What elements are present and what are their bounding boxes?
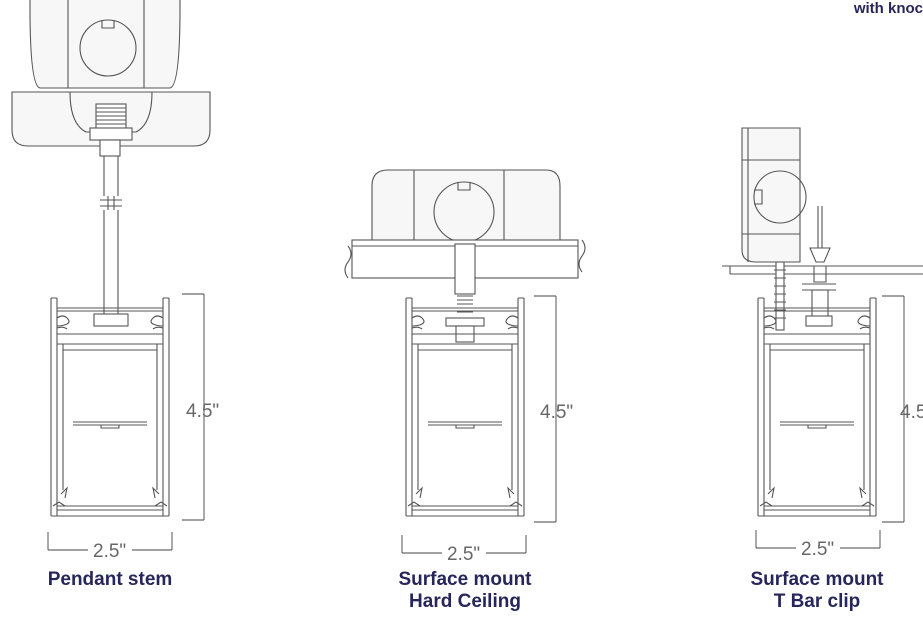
- hard-ceiling-caption: Surface mount Hard Ceiling: [370, 569, 560, 613]
- tbar-hanger-wire: [817, 206, 823, 248]
- tbar-height-dimension: 4.5: [900, 402, 923, 423]
- tbar-caption-line2: T Bar clip: [773, 591, 861, 612]
- hard-ceiling-height-dimension: 4.5": [540, 402, 573, 423]
- tbar-unit: [722, 127, 923, 549]
- pendant-width-dimension: 2.5": [93, 541, 126, 562]
- tbar-caption-line1: Surface mount: [750, 569, 884, 590]
- pendant-knockout-circle: [79, 19, 137, 77]
- pendant-caption-line1: Pendant stem: [47, 569, 173, 590]
- tbar-canopy-box: [741, 127, 801, 263]
- hard-ceiling-caption-line1: Surface mount: [398, 569, 532, 590]
- hard-ceiling-canopy-box: [371, 169, 561, 240]
- pendant-stem-rod: [100, 156, 122, 316]
- hard-ceiling-unit: [344, 169, 586, 554]
- pendant-canopy-box: [29, 0, 181, 89]
- pendant-stem-unit: [11, 0, 211, 551]
- tbar-width-dimension: 2.5": [801, 539, 834, 560]
- pendant-height-dimension: 4.5": [186, 401, 219, 422]
- tbar-knockout-circle: [753, 170, 807, 224]
- tbar-ceiling-line: [722, 265, 923, 275]
- corner-note: with knoc: [853, 0, 923, 17]
- tbar-caption: Surface mount T Bar clip: [722, 569, 912, 613]
- hard-ceiling-caption-line2: Hard Ceiling: [409, 591, 521, 612]
- pendant-caption: Pendant stem: [30, 569, 190, 591]
- hard-ceiling-width-dimension: 2.5": [447, 544, 480, 565]
